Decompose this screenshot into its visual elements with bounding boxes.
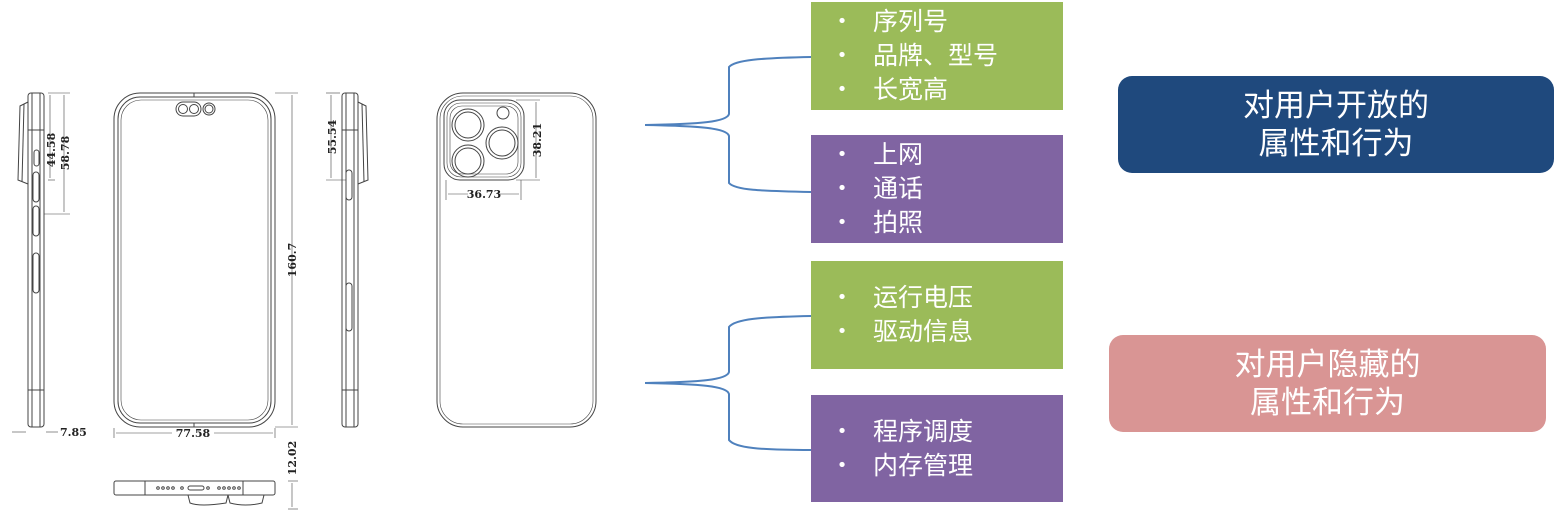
list-item: 序列号 bbox=[811, 5, 1063, 39]
dim-camera-width: 36.73 bbox=[467, 188, 501, 201]
side-view-left bbox=[12, 92, 70, 433]
bullet-icon bbox=[811, 281, 873, 315]
side-view-right bbox=[326, 92, 369, 428]
hidden-label-line2: 属性和行为 bbox=[1250, 384, 1405, 421]
dim-side-left-thickness: 7.85 bbox=[60, 426, 87, 439]
open-label-line2: 属性和行为 bbox=[1258, 125, 1414, 162]
bullet-icon bbox=[811, 172, 873, 206]
dim-camera-height: 38.21 bbox=[531, 123, 544, 157]
hidden-label-line1: 对用户隐藏的 bbox=[1234, 346, 1421, 383]
hidden-behaviors-box: 程序调度 内存管理 bbox=[811, 395, 1063, 502]
open-attributes-box: 序列号 品牌、型号 长宽高 bbox=[811, 2, 1063, 110]
hidden-attributes-box: 运行电压 驱动信息 bbox=[811, 261, 1063, 369]
open-label-line1: 对用户开放的 bbox=[1243, 87, 1429, 124]
bullet-icon bbox=[811, 415, 873, 449]
dim-side-left-top: 44.58 bbox=[45, 132, 58, 167]
list-item: 通话 bbox=[811, 172, 1063, 206]
bottom-view bbox=[113, 480, 298, 510]
bullet-icon bbox=[811, 206, 873, 240]
list-item: 品牌、型号 bbox=[811, 39, 1063, 73]
dim-front-width: 77.58 bbox=[176, 427, 211, 440]
bullet-icon bbox=[811, 73, 873, 107]
brace-upper bbox=[644, 56, 812, 193]
hidden-label: 对用户隐藏的 属性和行为 bbox=[1109, 335, 1546, 432]
brace-lower bbox=[644, 315, 812, 451]
open-behaviors-box: 上网 通话 拍照 bbox=[811, 135, 1063, 243]
bullet-icon bbox=[811, 138, 873, 172]
list-item: 运行电压 bbox=[811, 281, 1063, 315]
dim-bottom-thickness: 12.02 bbox=[286, 441, 299, 475]
bullet-icon bbox=[811, 39, 873, 73]
back-view bbox=[436, 92, 597, 428]
list-item: 内存管理 bbox=[811, 449, 1063, 483]
list-item: 长宽高 bbox=[811, 73, 1063, 107]
bullet-icon bbox=[811, 315, 873, 349]
bullet-icon bbox=[811, 449, 873, 483]
open-label: 对用户开放的 属性和行为 bbox=[1118, 76, 1554, 173]
bullet-icon bbox=[811, 5, 873, 39]
list-item: 程序调度 bbox=[811, 415, 1063, 449]
list-item: 拍照 bbox=[811, 206, 1063, 240]
dim-side-left-total: 58.78 bbox=[59, 135, 72, 170]
dim-side-right: 55.54 bbox=[326, 119, 339, 154]
list-item: 上网 bbox=[811, 138, 1063, 172]
dim-front-height: 160.7 bbox=[286, 243, 299, 277]
front-view bbox=[113, 92, 298, 438]
list-item: 驱动信息 bbox=[811, 315, 1063, 349]
phone-technical-drawing: 44.58 58.78 7.85 77.58 160.7 12.02 55.54… bbox=[12, 56, 812, 510]
